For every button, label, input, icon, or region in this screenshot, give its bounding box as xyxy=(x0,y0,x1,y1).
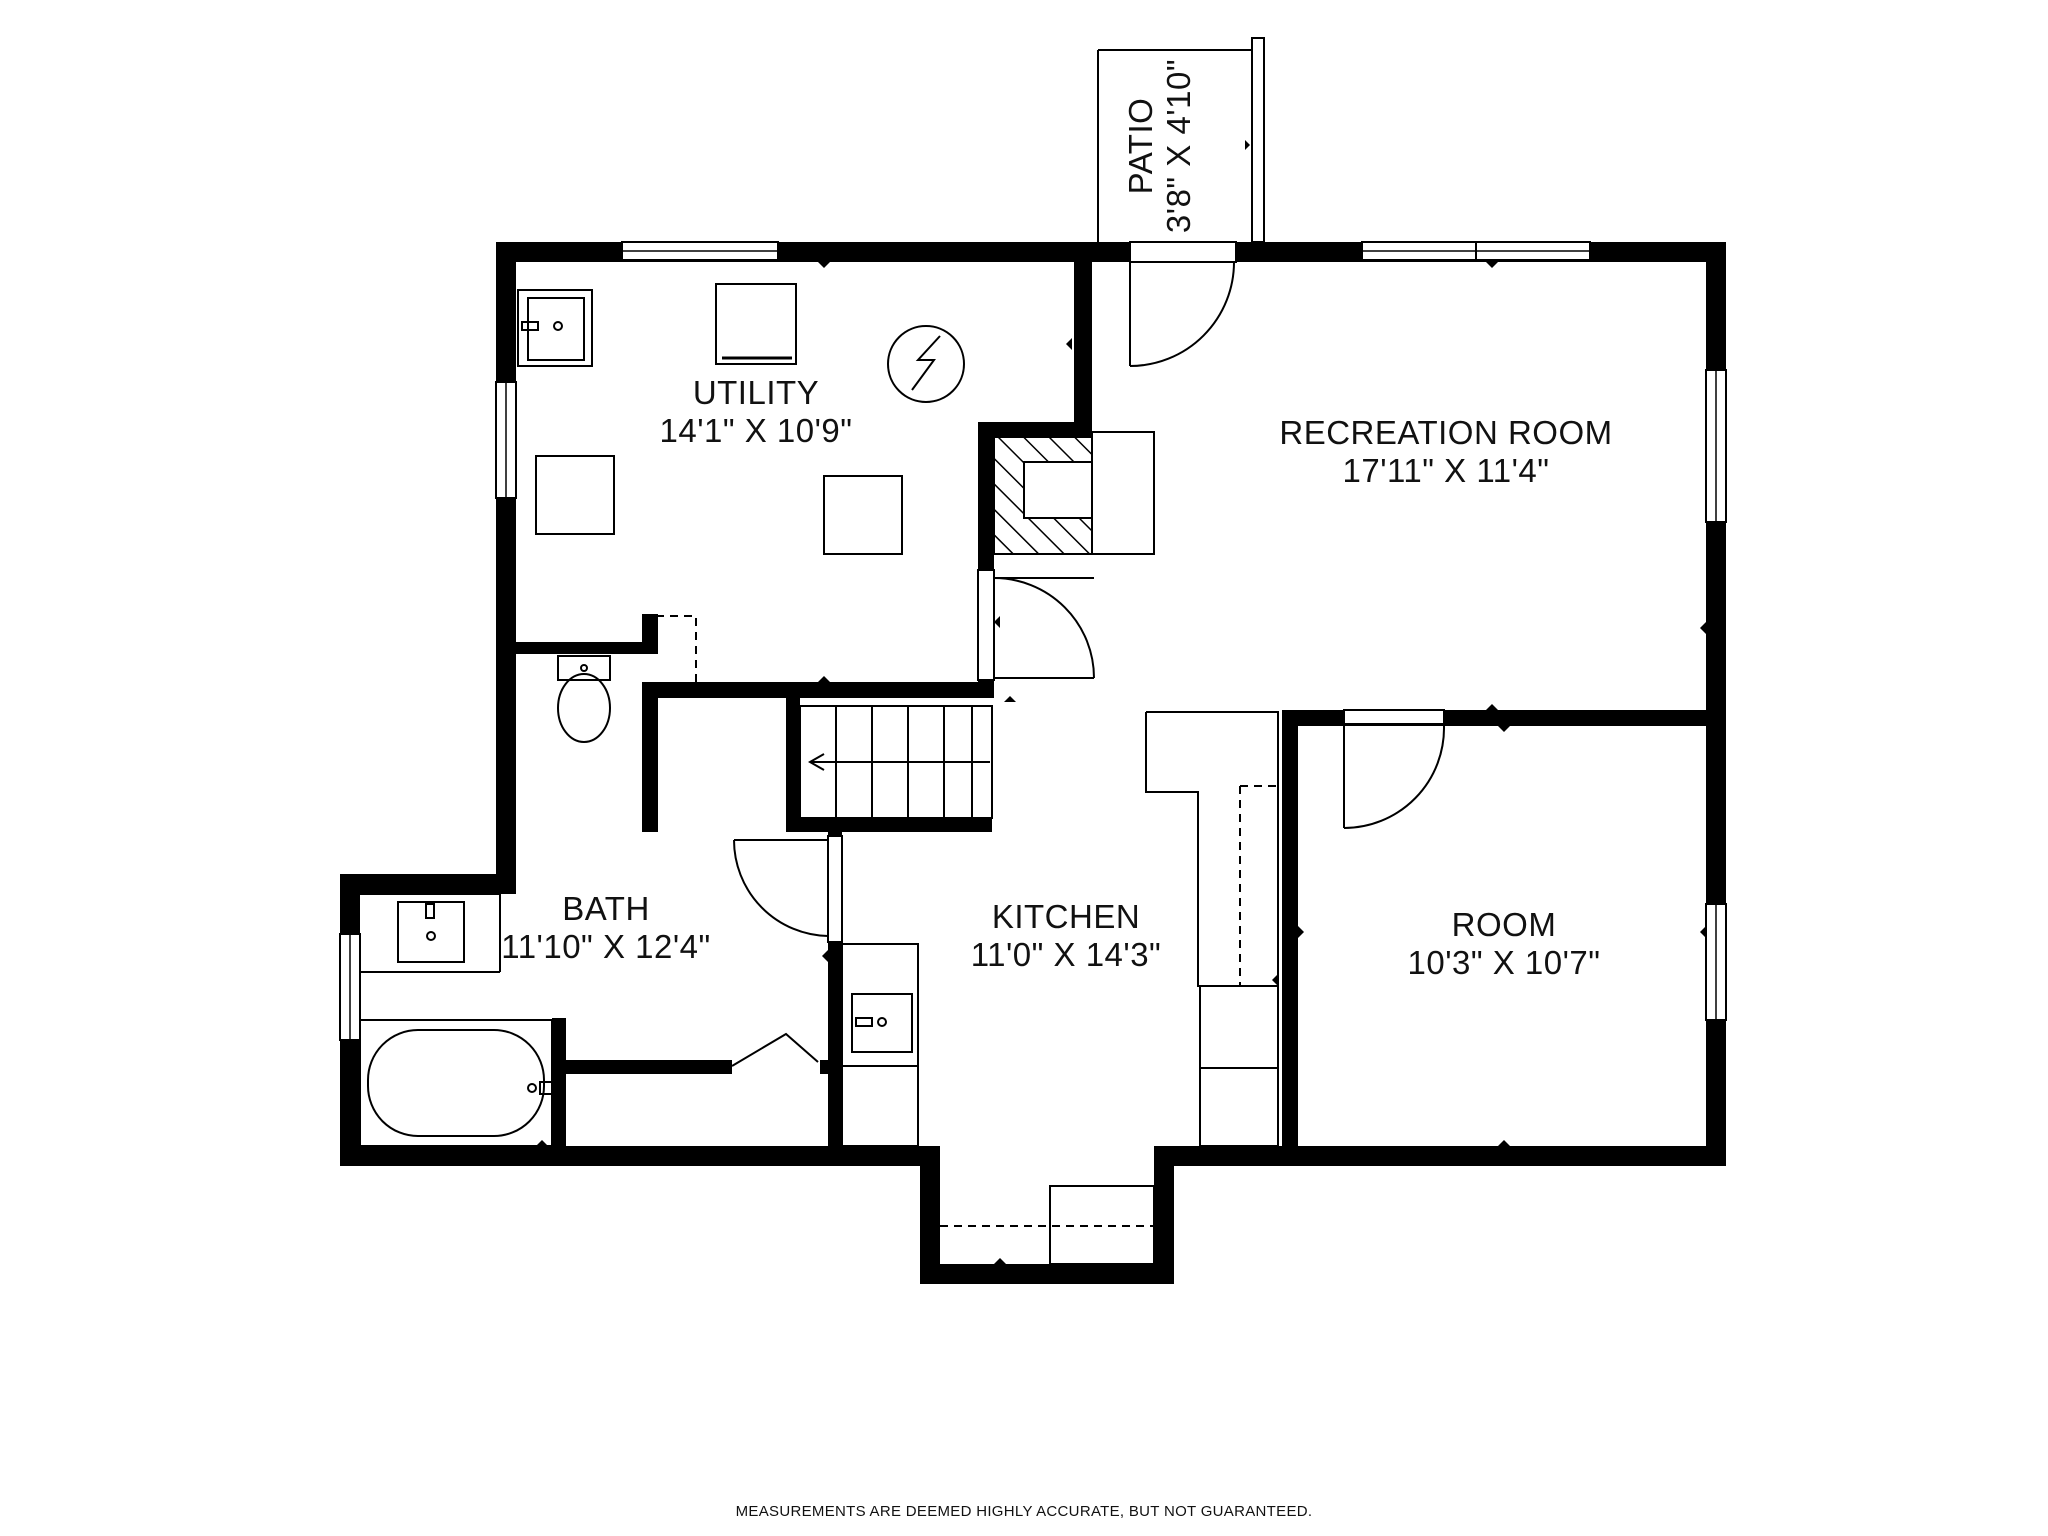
recreation-room-label: RECREATION ROOM xyxy=(1279,414,1612,451)
bath-label: BATH xyxy=(562,890,650,927)
utility-label: UTILITY xyxy=(693,374,819,411)
kitchen-label: KITCHEN xyxy=(992,898,1140,935)
doors xyxy=(731,241,1446,1067)
room-dimensions: 10'3" X 10'7" xyxy=(1408,944,1601,981)
room-label: ROOM xyxy=(1452,906,1557,943)
room-labels: UTILITY 14'1" X 10'9" RECREATION ROOM 17… xyxy=(501,59,1612,981)
recreation-room-dimensions: 17'11" X 11'4" xyxy=(1343,452,1550,489)
bath-dimensions: 11'10" X 12'4" xyxy=(501,928,710,965)
patio-label: PATIO xyxy=(1122,98,1159,195)
patio-area xyxy=(1097,37,1265,243)
kitchen-dimensions: 11'0" X 14'3" xyxy=(971,936,1162,973)
utility-dimensions: 14'1" X 10'9" xyxy=(660,412,853,449)
wall-markers xyxy=(536,262,1706,1264)
disclaimer-text: MEASUREMENTS ARE DEEMED HIGHLY ACCURATE,… xyxy=(736,1503,1313,1520)
windows xyxy=(339,241,1727,1041)
walls xyxy=(340,242,1726,1284)
patio-dimensions: 3'8" X 4'10" xyxy=(1160,59,1197,233)
fixtures xyxy=(359,283,1279,1265)
